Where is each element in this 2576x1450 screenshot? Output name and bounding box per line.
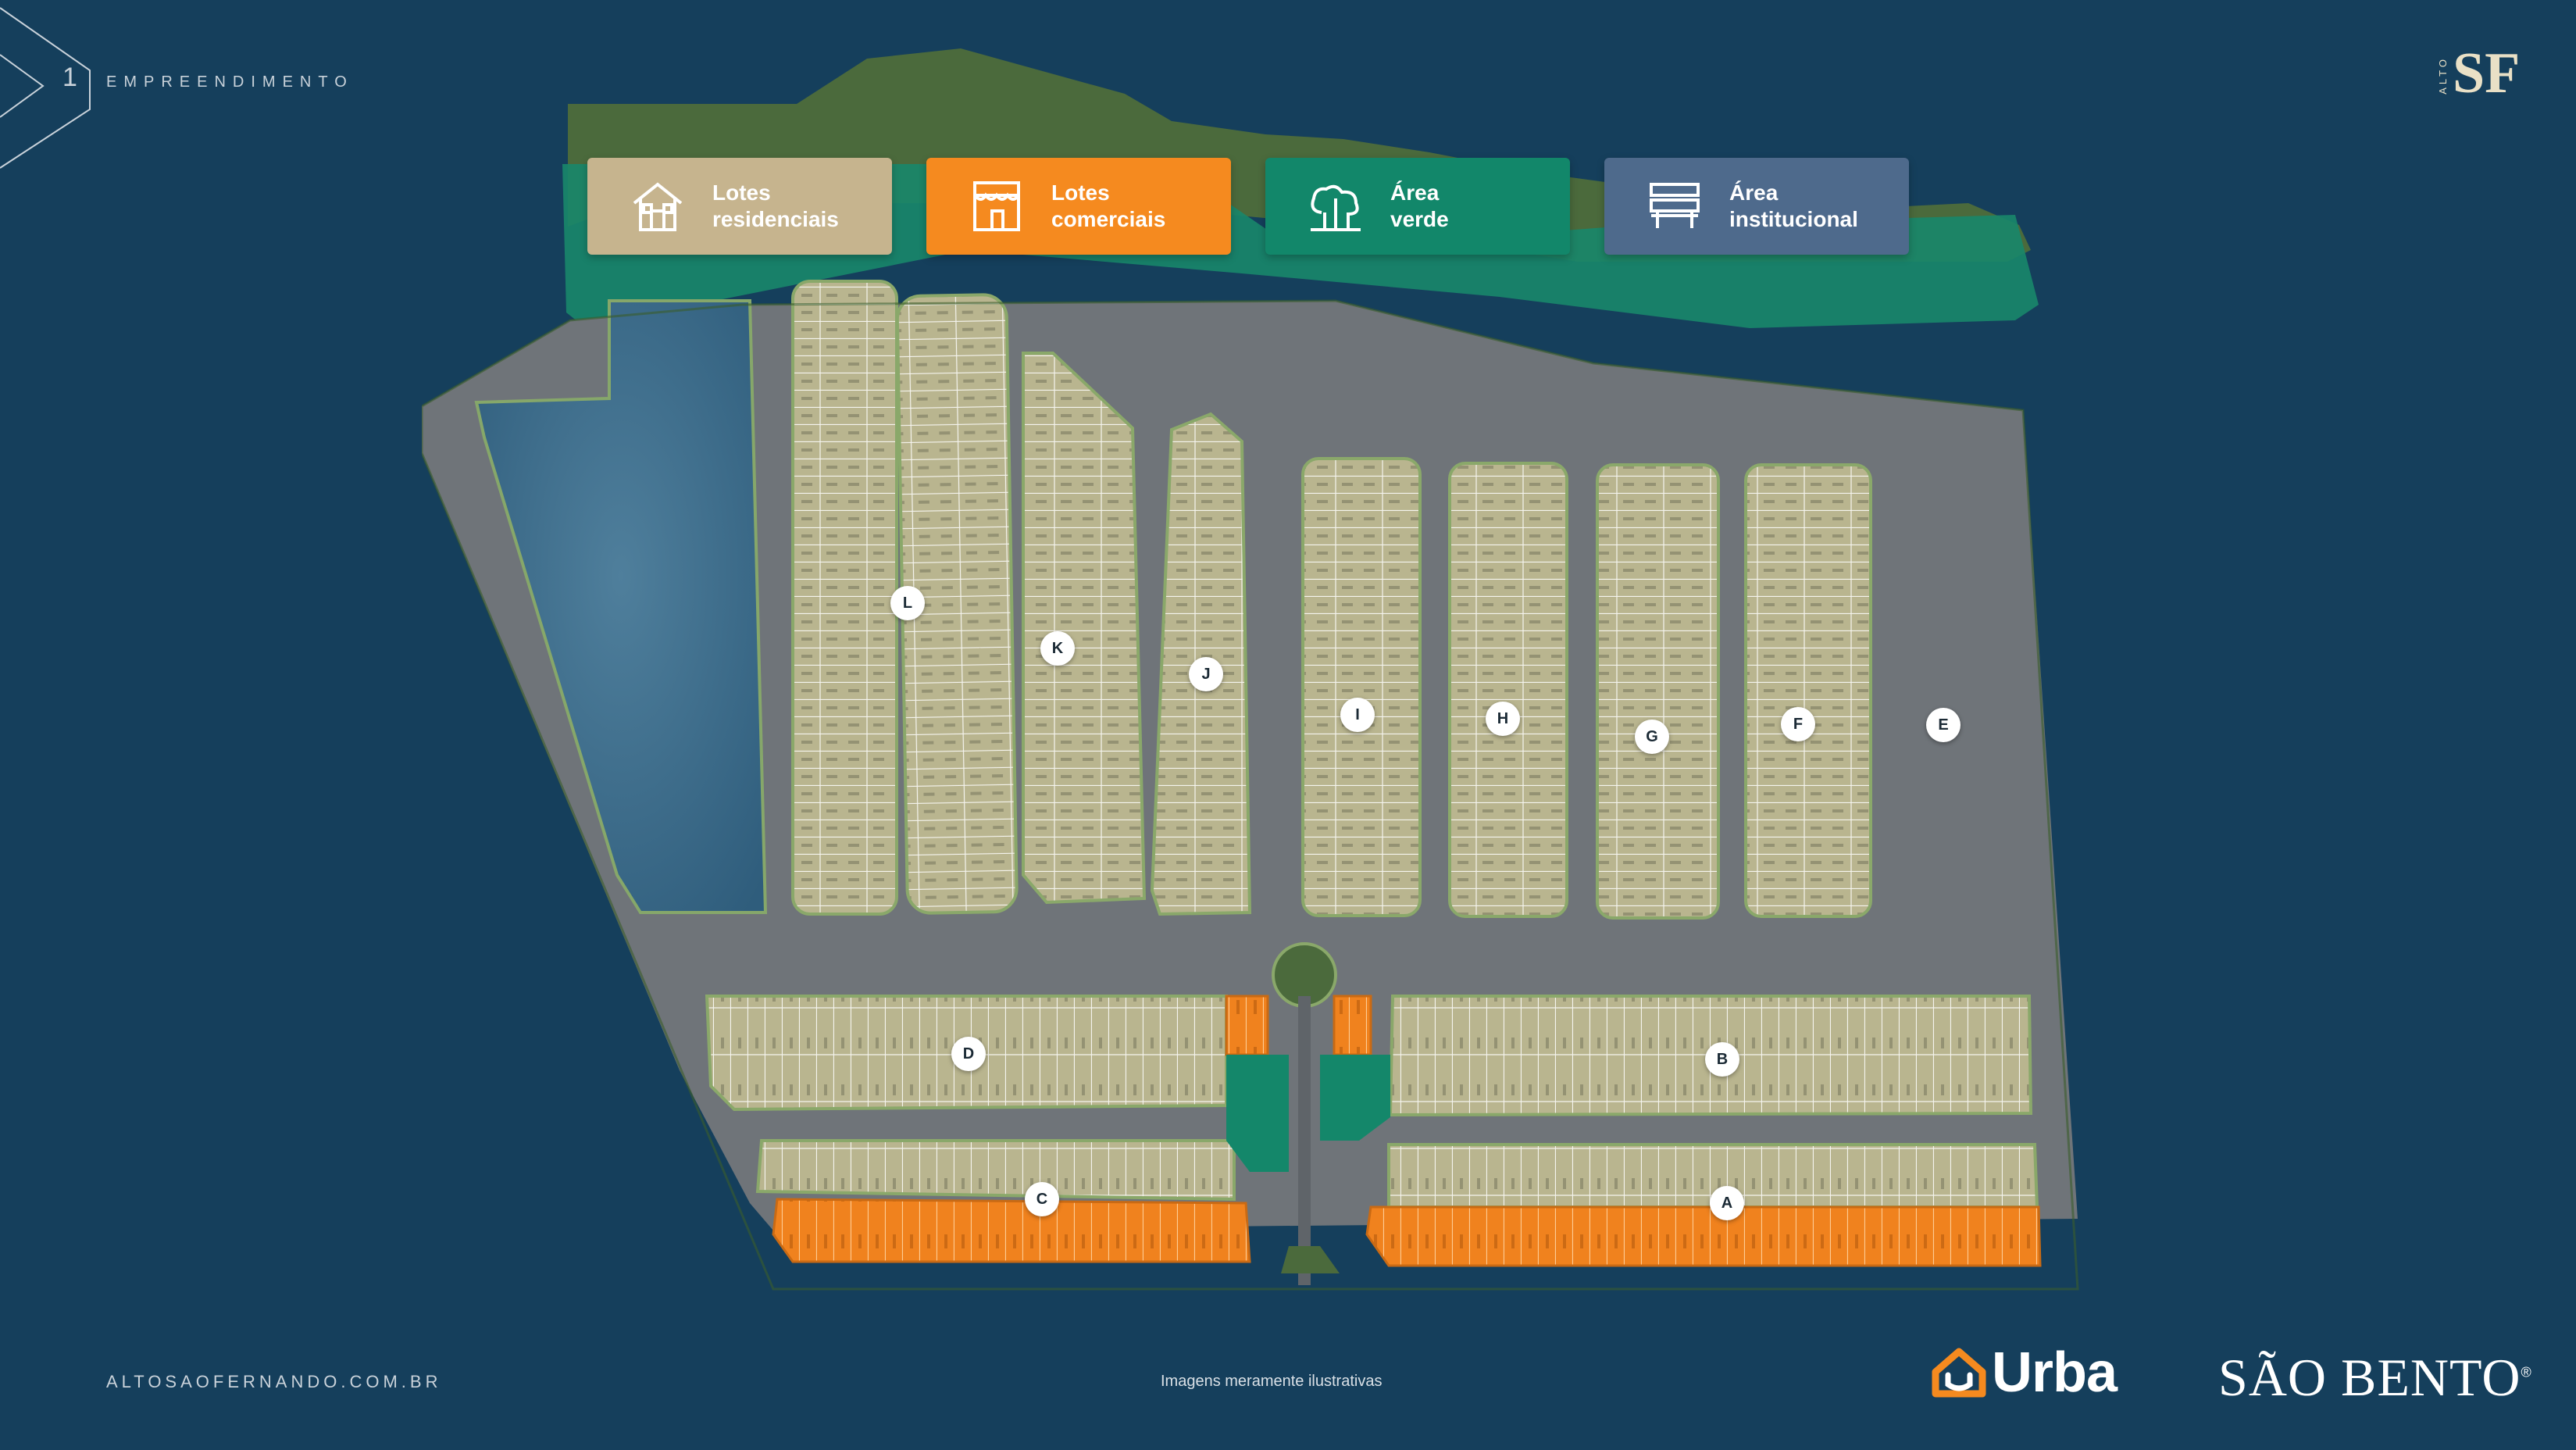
- block-marker-b[interactable]: B: [1705, 1042, 1739, 1077]
- block-marker-d[interactable]: D: [951, 1037, 986, 1071]
- logo-sf-text: SF: [2453, 41, 2521, 105]
- block-marker-j[interactable]: J: [1189, 657, 1223, 691]
- institution-icon: [1637, 169, 1712, 244]
- section-title: EMPREENDIMENTO: [106, 73, 354, 91]
- legend-institutional-line1: Área: [1729, 180, 1779, 205]
- block-marker-c[interactable]: C: [1025, 1182, 1059, 1216]
- block-marker-f[interactable]: F: [1781, 707, 1815, 741]
- website-url[interactable]: ALTOSAOFERNANDO.COM.BR: [106, 1372, 442, 1391]
- block-marker-i[interactable]: I: [1340, 698, 1375, 732]
- urba-wordmark: Urba: [1992, 1341, 2118, 1404]
- sao-bento-logo: SÃO BENTO®: [2218, 1347, 2532, 1409]
- section-number: 1: [62, 62, 77, 92]
- commercial-lots: [772, 995, 2042, 1267]
- block-marker-l[interactable]: L: [890, 586, 925, 620]
- storefront-icon: [959, 169, 1034, 244]
- site-boundary: [422, 299, 2079, 1291]
- block-marker-e[interactable]: E: [1926, 708, 1961, 742]
- legend-green-line1: Área: [1390, 180, 1440, 205]
- trees-icon: [1298, 169, 1373, 244]
- lake: [474, 299, 768, 914]
- legend-commercial-line1: Lotes: [1051, 180, 1110, 205]
- legend-commercial-line2: comerciais: [1051, 207, 1166, 231]
- legend-residential-line1: Lotes: [712, 180, 771, 205]
- site-plan-map: [422, 48, 2079, 1291]
- urba-logo: Urba: [1931, 1341, 2118, 1404]
- block-marker-g[interactable]: G: [1635, 720, 1669, 754]
- legend-residential-line2: residenciais: [712, 207, 839, 231]
- logo-alto-text: ALTO: [2437, 56, 2449, 95]
- residential-blocks-vertical: [791, 280, 1872, 920]
- block-marker-h[interactable]: H: [1486, 702, 1520, 736]
- green-areas-center: [1226, 1055, 1390, 1273]
- house-icon: [620, 169, 695, 244]
- urba-house-icon: [1932, 1348, 1986, 1398]
- illustrative-disclaimer: Imagens meramente ilustrativas: [1161, 1373, 1383, 1390]
- sao-bento-wordmark: SÃO BENTO: [2218, 1348, 2521, 1407]
- registered-mark: ®: [2521, 1364, 2532, 1380]
- block-marker-k[interactable]: K: [1040, 631, 1075, 666]
- legend-institutional-line2: institucional: [1729, 207, 1858, 231]
- alto-sao-fernando-logo: ALTO SF: [2434, 41, 2528, 119]
- section-chevron-mark: [0, 7, 91, 169]
- legend-green-line2: verde: [1390, 207, 1449, 231]
- main-avenue: [1298, 996, 1311, 1285]
- block-marker-a[interactable]: A: [1710, 1186, 1744, 1220]
